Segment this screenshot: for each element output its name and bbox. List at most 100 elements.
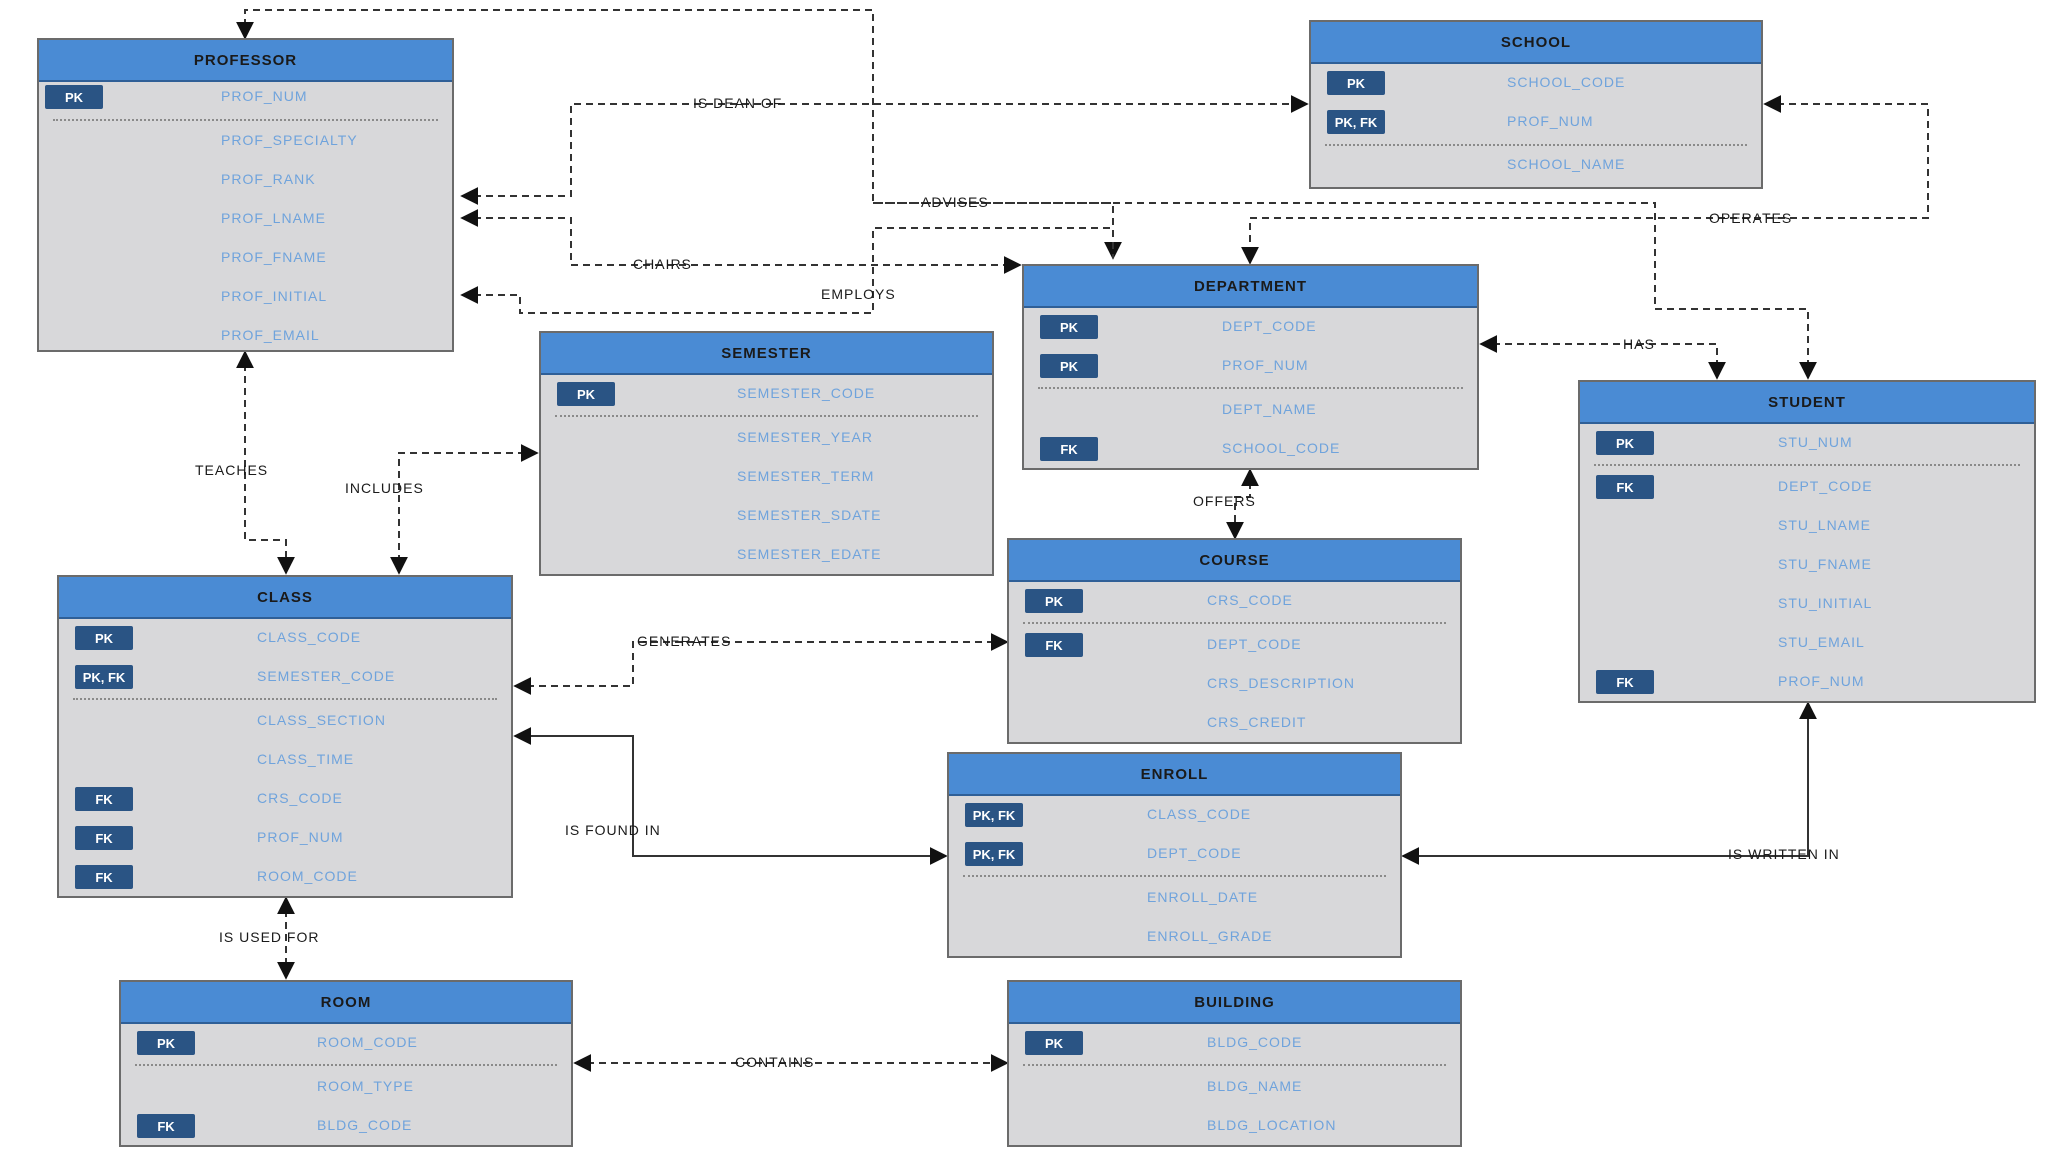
- attr-name: BLDG_LOCATION: [1207, 1117, 1337, 1133]
- attr-row: SCHOOL_NAME: [1311, 150, 1761, 180]
- pk-fk-badge: PK, FK: [965, 803, 1023, 827]
- attr-row: PROF_EMAIL: [39, 321, 452, 350]
- connector-chairs: [460, 209, 1022, 274]
- attr-name: DEPT_CODE: [1207, 636, 1302, 652]
- attr-name: PROF_NUM: [1222, 357, 1309, 373]
- rel-label-operates: OPERATES: [1709, 210, 1793, 226]
- fk-badge: FK: [75, 865, 133, 889]
- rel-label-offers: OFFERS: [1193, 493, 1256, 509]
- key-separator: [1325, 144, 1747, 146]
- attr-name: SEMESTER_CODE: [257, 668, 396, 684]
- pk-fk-badge: PK, FK: [965, 842, 1023, 866]
- connector-generates: [513, 633, 1009, 695]
- key-separator: [1023, 622, 1446, 624]
- attr-row: PK CLASS_CODE: [59, 623, 511, 653]
- attr-row: PK, FK SEMESTER_CODE: [59, 662, 511, 692]
- attr-name: DEPT_CODE: [1222, 318, 1317, 334]
- pk-badge: PK: [1025, 1031, 1083, 1055]
- entity-semester[interactable]: SEMESTER PK SEMESTER_CODE SEMESTER_YEAR …: [539, 331, 994, 576]
- key-separator: [73, 698, 497, 700]
- attr-row: PK CRS_CODE: [1009, 586, 1460, 616]
- attr-name: CLASS_TIME: [257, 751, 355, 767]
- entity-semester-title: SEMESTER: [541, 333, 992, 375]
- pk-fk-badge: PK, FK: [75, 665, 133, 689]
- attr-name: CRS_DESCRIPTION: [1207, 675, 1356, 691]
- attr-name: PROF_EMAIL: [221, 327, 320, 343]
- key-separator: [963, 875, 1386, 877]
- rel-label-is-dean-of: IS DEAN OF: [693, 95, 783, 111]
- attr-name: ENROLL_GRADE: [1147, 928, 1273, 944]
- attr-row: FK SCHOOL_CODE: [1024, 434, 1477, 464]
- attr-name: PROF_RANK: [221, 171, 316, 187]
- connector-professor-top: [236, 9, 1122, 260]
- key-separator: [555, 415, 978, 417]
- attr-row: CLASS_TIME: [59, 745, 511, 775]
- attr-name: PROF_FNAME: [221, 249, 327, 265]
- entity-professor-title: PROFESSOR: [39, 40, 452, 82]
- entity-course[interactable]: COURSE PK CRS_CODE FK DEPT_CODE CRS_DESC…: [1007, 538, 1462, 744]
- rel-label-employs: EMPLOYS: [821, 286, 896, 302]
- attr-name: PROF_NUM: [1507, 113, 1594, 129]
- attr-name: PROF_SPECIALTY: [221, 132, 358, 148]
- attr-name: SCHOOL_CODE: [1507, 74, 1626, 90]
- attr-row: PROF_RANK: [39, 165, 452, 195]
- pk-badge: PK: [45, 85, 103, 109]
- connector-includes: [390, 444, 539, 575]
- entity-building[interactable]: BUILDING PK BLDG_CODE BLDG_NAME BLDG_LOC…: [1007, 980, 1462, 1147]
- attr-name: BLDG_CODE: [1207, 1034, 1303, 1050]
- attr-row: PK STU_NUM: [1580, 428, 2034, 458]
- attr-row: BLDG_NAME: [1009, 1072, 1460, 1102]
- pk-badge: PK: [1040, 315, 1098, 339]
- pk-fk-badge: PK, FK: [1327, 110, 1385, 134]
- fk-badge: FK: [1040, 437, 1098, 461]
- attr-row: FK ROOM_CODE: [59, 862, 511, 892]
- attr-row: FK DEPT_CODE: [1580, 472, 2034, 502]
- pk-badge: PK: [1327, 71, 1385, 95]
- attr-name: STU_FNAME: [1778, 556, 1872, 572]
- connector-is-written-in: [1401, 701, 1817, 865]
- attr-name: PROF_NUM: [221, 88, 308, 104]
- attr-name: PROF_INITIAL: [221, 288, 328, 304]
- attr-name: CRS_CREDIT: [1207, 714, 1307, 730]
- entity-building-title: BUILDING: [1009, 982, 1460, 1024]
- entity-room[interactable]: ROOM PK ROOM_CODE ROOM_TYPE FK BLDG_CODE: [119, 980, 573, 1147]
- attr-name: SEMESTER_CODE: [737, 385, 876, 401]
- fk-badge: FK: [1596, 475, 1654, 499]
- entity-school[interactable]: SCHOOL PK SCHOOL_CODE PK, FK PROF_NUM SC…: [1309, 20, 1763, 189]
- entity-class-title: CLASS: [59, 577, 511, 619]
- connector-is-dean-of: [460, 95, 1309, 205]
- rel-label-chairs: CHAIRS: [633, 256, 692, 272]
- attr-row: PK, FK PROF_NUM: [1311, 107, 1761, 137]
- attr-name: PROF_NUM: [1778, 673, 1865, 689]
- attr-name: CLASS_SECTION: [257, 712, 386, 728]
- attr-row: PK PROF_NUM: [39, 82, 452, 112]
- connector-teaches: [236, 350, 295, 575]
- attr-name: BLDG_NAME: [1207, 1078, 1303, 1094]
- attr-row: ROOM_TYPE: [121, 1072, 571, 1102]
- key-separator: [135, 1064, 557, 1066]
- entity-room-title: ROOM: [121, 982, 571, 1024]
- attr-row: STU_EMAIL: [1580, 628, 2034, 658]
- attr-name: CRS_CODE: [1207, 592, 1293, 608]
- rel-label-includes: INCLUDES: [345, 480, 424, 496]
- entity-department[interactable]: DEPARTMENT PK DEPT_CODE PK PROF_NUM DEPT…: [1022, 264, 1479, 470]
- attr-name: DEPT_NAME: [1222, 401, 1317, 417]
- entity-enroll[interactable]: ENROLL PK, FK CLASS_CODE PK, FK DEPT_COD…: [947, 752, 1402, 958]
- attr-row: CRS_DESCRIPTION: [1009, 669, 1460, 699]
- attr-name: STU_LNAME: [1778, 517, 1872, 533]
- connector-has: [1479, 335, 1726, 380]
- attr-name: STU_EMAIL: [1778, 634, 1865, 650]
- entity-class[interactable]: CLASS PK CLASS_CODE PK, FK SEMESTER_CODE…: [57, 575, 513, 898]
- attr-name: CRS_CODE: [257, 790, 343, 806]
- fk-badge: FK: [1025, 633, 1083, 657]
- entity-professor[interactable]: PROFESSOR PK PROF_NUM PROF_SPECIALTY PRO…: [37, 38, 454, 352]
- attr-row: FK PROF_NUM: [59, 823, 511, 853]
- pk-badge: PK: [75, 626, 133, 650]
- entity-student[interactable]: STUDENT PK STU_NUM FK DEPT_CODE STU_LNAM…: [1578, 380, 2036, 703]
- attr-name: ROOM_CODE: [257, 868, 358, 884]
- attr-name: ROOM_TYPE: [317, 1078, 414, 1094]
- rel-label-is-used-for: IS USED FOR: [219, 929, 320, 945]
- attr-name: STU_INITIAL: [1778, 595, 1873, 611]
- entity-course-title: COURSE: [1009, 540, 1460, 582]
- rel-label-generates: GENERATES: [637, 633, 732, 649]
